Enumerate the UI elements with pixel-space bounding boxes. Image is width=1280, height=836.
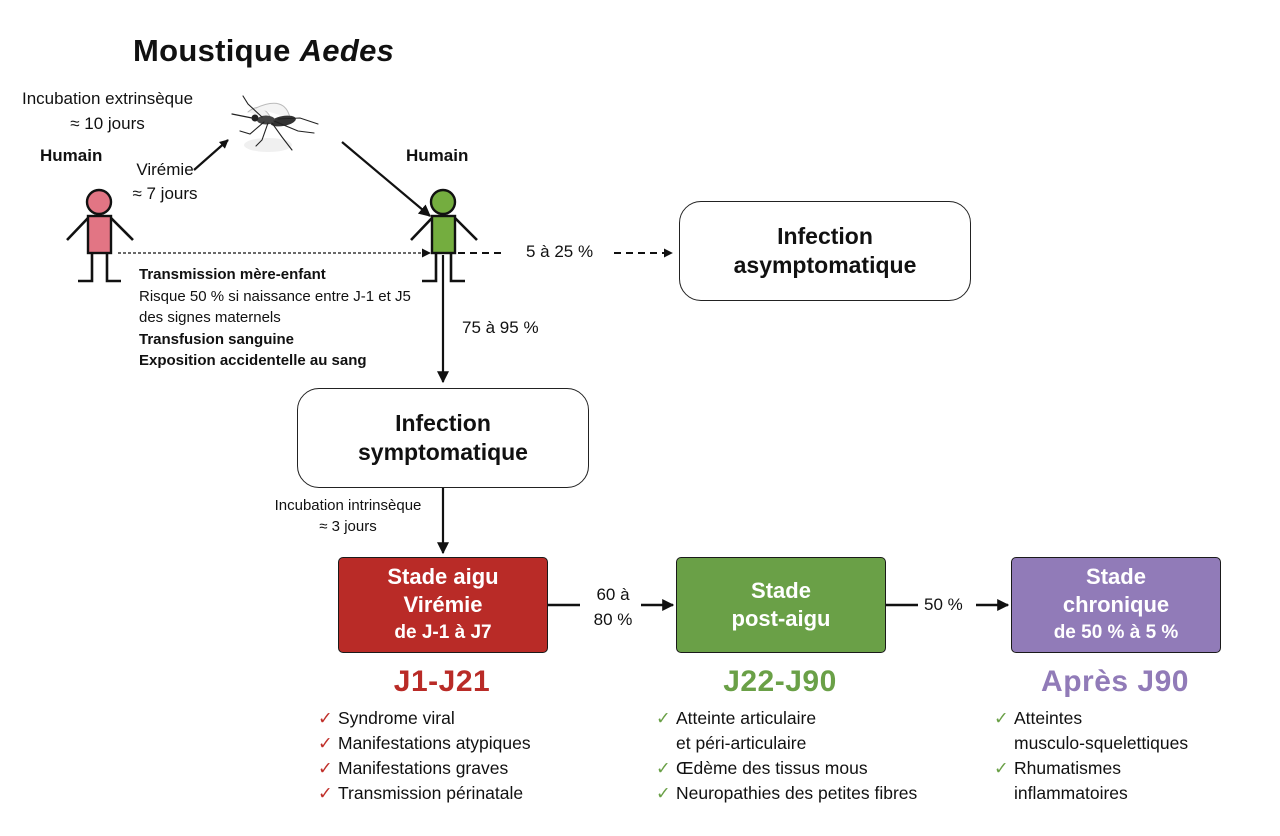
right-human-figure (410, 188, 478, 283)
extrinsic-incubation-duration: ≈ 10 jours (70, 114, 145, 133)
list-item: ✓Manifestations atypiques (318, 731, 531, 756)
arrow-mosquito-to-human (341, 141, 431, 217)
postacute-features-list: ✓Atteinte articulaire et péri-articulair… (656, 706, 917, 806)
arrow-viremia-to-mosquito (193, 139, 229, 171)
check-icon: ✓ (994, 708, 1009, 728)
postacute-period-label: J22-J90 (723, 665, 837, 698)
left-human-label: Humain (40, 146, 103, 165)
mother-child-transmission: Transmission mère-enfant (139, 266, 326, 283)
list-item-continuation: et péri-articulaire (676, 733, 807, 753)
list-item: ✓Œdème des tissus mous (656, 756, 917, 781)
asymptomatic-line1: Infection (777, 223, 873, 249)
postacute-stage-box: Stade post-aigu (676, 557, 886, 653)
list-item: ✓Syndrome viral (318, 706, 531, 731)
acute-stage-box: Stade aigu Virémie de J-1 à J7 (338, 557, 548, 653)
acute-stage-title: Stade aigu (387, 564, 499, 589)
viremia-text: Virémie (136, 160, 194, 179)
viremia-label: Virémie ≈ 7 jours (120, 158, 210, 206)
check-icon: ✓ (656, 708, 671, 728)
mosquito-icon (231, 95, 319, 152)
acute-to-postacute-line2: 80 % (593, 610, 633, 629)
check-icon: ✓ (318, 783, 333, 803)
chronic-features-list: ✓Atteintes musculo-squelettiques ✓Rhumat… (994, 706, 1188, 806)
check-icon: ✓ (656, 783, 671, 803)
check-icon: ✓ (318, 758, 333, 778)
mother-child-risk-line1: Risque 50 % si naissance entre J-1 et J5 (139, 287, 411, 305)
list-item: ✓Transmission périnatale (318, 781, 531, 806)
list-item: ✓Atteinte articulaire (656, 706, 917, 731)
chronic-stage-box: Stade chronique de 50 % à 5 % (1011, 557, 1221, 653)
check-icon: ✓ (318, 733, 333, 753)
chronic-period-label: Après J90 (1041, 665, 1189, 698)
intrinsic-incubation-label: Incubation intrinsèque ≈ 3 jours (262, 495, 434, 537)
left-human-figure (66, 188, 134, 283)
symptomatic-line1: Infection (395, 410, 491, 436)
acute-stage-range: de J-1 à J7 (394, 622, 492, 643)
list-item: ✓Atteintes (994, 706, 1188, 731)
extrinsic-incubation-label: Incubation extrinsèque ≈ 10 jours (10, 86, 205, 136)
acute-to-postacute-percentage: 60 à 80 % (583, 582, 643, 632)
asymptomatic-percentage: 5 à 25 % (526, 242, 594, 261)
symptomatic-infection-box: Infection symptomatique (297, 388, 589, 488)
asymptomatic-line2: asymptomatique (733, 252, 917, 278)
transmission-routes: Transmission mère-enfant Risque 50 % si … (139, 264, 411, 372)
mother-child-risk-line2: des signes maternels (139, 309, 281, 326)
chronic-stage-subtitle: chronique (1062, 592, 1170, 617)
diagram-title: Moustique Aedes (133, 33, 395, 68)
check-icon: ✓ (656, 758, 671, 778)
list-item-continuation: inflammatoires (1014, 783, 1128, 803)
list-item: ✓Manifestations graves (318, 756, 531, 781)
blood-transfusion: Transfusion sanguine (139, 330, 295, 348)
asymptomatic-infection-box: Infection asymptomatique (679, 201, 971, 301)
accidental-blood-exposure: Exposition accidentelle au sang (139, 352, 367, 369)
chronic-stage-range: de 50 % à 5 % (1053, 622, 1179, 643)
extrinsic-incubation-text: Incubation extrinsèque (21, 89, 194, 108)
symptomatic-percentage: 75 à 95 % (462, 318, 539, 337)
chronic-stage-title: Stade (1086, 564, 1146, 589)
symptomatic-line2: symptomatique (358, 439, 528, 465)
acute-period-label: J1-J21 (393, 665, 491, 698)
acute-to-postacute-line1: 60 à (596, 585, 630, 604)
list-item: ✓Rhumatismes (994, 756, 1188, 781)
check-icon: ✓ (318, 708, 333, 728)
list-item-continuation: musculo-squelettiques (1014, 733, 1189, 753)
right-human-label: Humain (406, 146, 469, 165)
postacute-to-chronic-percentage: 50 % (924, 595, 963, 614)
intrinsic-incubation-duration: ≈ 3 jours (319, 518, 377, 535)
intrinsic-incubation-text: Incubation intrinsèque (274, 497, 422, 514)
viremia-duration: ≈ 7 jours (132, 184, 198, 203)
acute-features-list: ✓Syndrome viral ✓Manifestations atypique… (318, 706, 531, 806)
acute-stage-subtitle: Virémie (403, 592, 483, 617)
postacute-stage-title: Stade (751, 578, 811, 603)
check-icon: ✓ (994, 758, 1009, 778)
list-item: ✓Neuropathies des petites fibres (656, 781, 917, 806)
postacute-stage-subtitle: post-aigu (731, 606, 831, 631)
